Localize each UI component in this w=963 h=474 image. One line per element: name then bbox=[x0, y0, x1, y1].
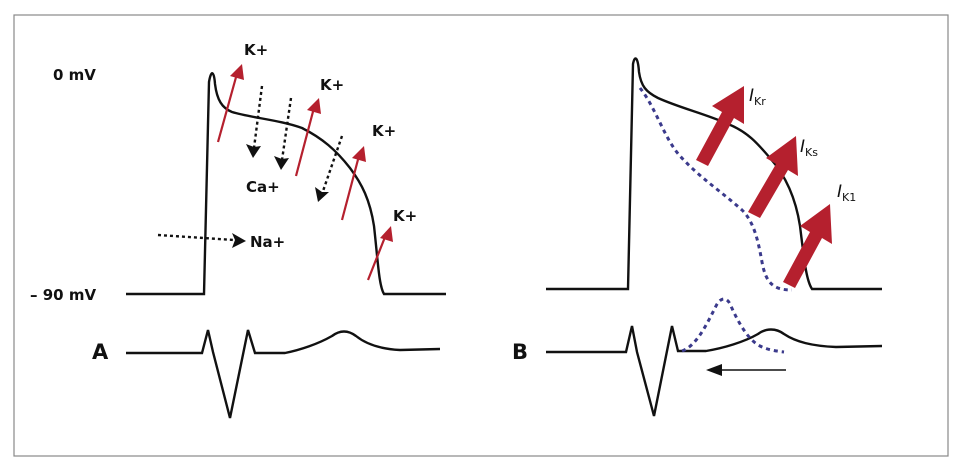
current-ikr-sub: Kr bbox=[754, 95, 766, 108]
current-label-ik1: IK1 bbox=[837, 182, 856, 204]
k-current-arrows-b bbox=[696, 86, 832, 288]
qt-shortening-arrowhead bbox=[706, 364, 722, 376]
ecg-trace-b bbox=[546, 325, 883, 417]
ion-label-k-1: K+ bbox=[244, 41, 268, 59]
ca-arrowheads bbox=[246, 144, 329, 202]
k-efflux-arrows-a bbox=[216, 69, 389, 281]
ion-label-k-2: K+ bbox=[320, 76, 344, 94]
ion-label-na: Na+ bbox=[250, 233, 285, 251]
current-ik1-sub: K1 bbox=[842, 191, 856, 204]
ion-label-k-4: K+ bbox=[393, 207, 417, 225]
panel-label-a: A bbox=[92, 340, 109, 364]
early-t-wave-dotted-b bbox=[681, 297, 785, 354]
ion-label-k-3: K+ bbox=[372, 122, 396, 140]
voltage-zero-label: 0 mV bbox=[53, 66, 96, 84]
voltage-minus90-label: – 90 mV bbox=[30, 286, 96, 304]
ca-influx-arrows bbox=[252, 85, 344, 195]
current-ikr-i: I bbox=[749, 86, 754, 106]
na-influx-arrow bbox=[157, 233, 235, 242]
current-iks-i: I bbox=[800, 137, 805, 157]
current-iks-sub: Ks bbox=[805, 146, 818, 159]
panel-label-b: B bbox=[512, 340, 528, 364]
k-arrowheads-a bbox=[230, 64, 393, 242]
na-arrowhead bbox=[232, 233, 246, 248]
current-label-iks: IKs bbox=[800, 137, 818, 159]
current-ik1-i: I bbox=[837, 182, 842, 202]
ion-label-ca: Ca+ bbox=[246, 178, 280, 196]
ecg-trace-a bbox=[126, 329, 441, 419]
action-potential-trace-b bbox=[546, 57, 882, 291]
figure-frame bbox=[13, 14, 949, 457]
action-potential-trace-a bbox=[126, 72, 446, 296]
current-label-ikr: IKr bbox=[749, 86, 766, 108]
